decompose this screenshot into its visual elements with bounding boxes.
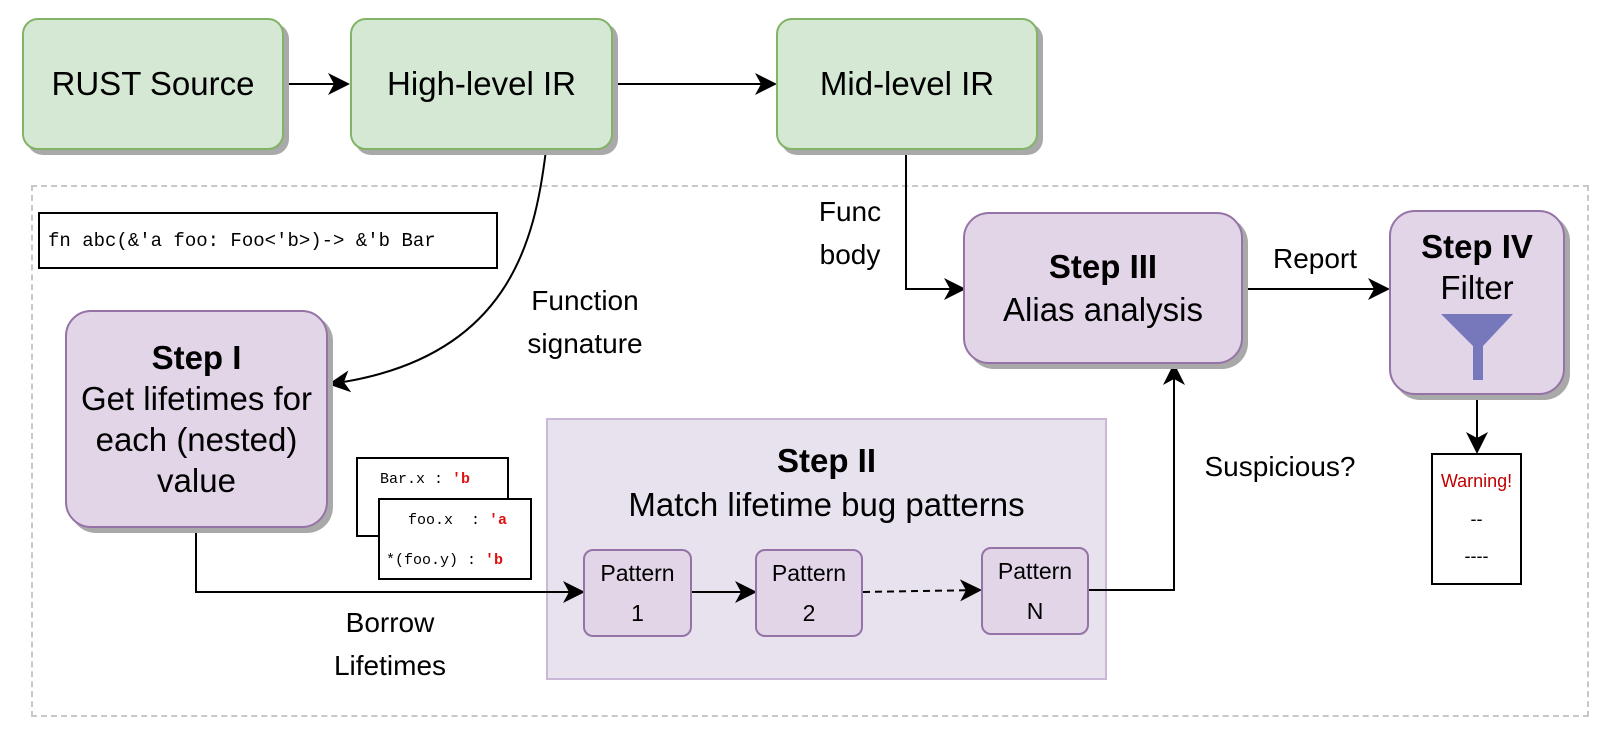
function-signature-label: Function signature	[500, 279, 670, 365]
step4-title: Step IV	[1421, 228, 1533, 265]
borrow-lifetimes-label: Borrow Lifetimes	[310, 601, 470, 687]
lifetime-value: 'b	[452, 471, 471, 488]
func-body-label: Func body	[800, 190, 900, 276]
borrow-lifetimes-line-1: Borrow	[345, 607, 435, 638]
pattern-2-label: Pattern	[771, 560, 847, 586]
step3-title: Step III	[1048, 248, 1158, 285]
pattern-1-label: Pattern	[600, 560, 675, 586]
mid-level-ir-node: Mid-level IR	[776, 18, 1038, 150]
pattern-n-index: N	[1026, 598, 1044, 624]
lifetime-expr: Bar.x :	[380, 471, 453, 488]
code-snippet: fn abc(&'a foo: Foo<'b>)-> &'b Bar	[38, 212, 498, 269]
lifetime-card-front: foo.x : 'a *(foo.y) : 'b	[378, 498, 532, 580]
mid-level-ir-label: Mid-level IR	[819, 65, 995, 102]
step1-line-1: Get lifetimes for	[80, 380, 313, 417]
high-level-ir-label: High-level IR	[387, 65, 576, 102]
step3-subtitle: Alias analysis	[1003, 291, 1203, 328]
func-body-line-2: body	[819, 239, 881, 270]
lifetime-row: Bar.x : 'b	[380, 471, 470, 488]
report-label: Report	[1272, 243, 1358, 274]
funnel-icon	[1441, 314, 1513, 380]
warning-line-1: --	[1470, 508, 1483, 529]
func-body-line-1: Func	[818, 196, 882, 227]
pattern-2: Pattern 2	[755, 549, 863, 637]
step1-line-2: each (nested)	[95, 421, 298, 458]
step1-node: Step I Get lifetimes for each (nested) v…	[65, 310, 328, 528]
high-level-ir-node: High-level IR	[350, 18, 613, 150]
lifetime-row: foo.x : 'a	[408, 512, 507, 529]
borrow-lifetimes-line-2: Lifetimes	[333, 650, 447, 681]
step2-subtitle: Match lifetime bug patterns	[628, 486, 1025, 523]
pattern-n: Pattern N	[981, 547, 1089, 635]
step2-header: Step II Match lifetime bug patterns	[546, 435, 1107, 531]
rust-source-node: RUST Source	[22, 18, 284, 150]
pattern-1: Pattern 1	[583, 549, 692, 637]
pattern-1-index: 1	[631, 600, 644, 626]
step3-node: Step III Alias analysis	[963, 212, 1243, 364]
warning-line-2: ----	[1464, 545, 1489, 566]
pattern-n-label: Pattern	[997, 558, 1073, 584]
step1-line-3: value	[157, 462, 236, 499]
pattern-2-index: 2	[802, 600, 816, 626]
lifetime-value: 'b	[485, 552, 504, 569]
function-signature-line-2: signature	[527, 328, 643, 359]
lifetime-row: *(foo.y) : 'b	[386, 552, 503, 569]
rust-source-label: RUST Source	[51, 65, 255, 102]
step4-subtitle: Filter	[1440, 269, 1514, 306]
step2-title: Step II	[776, 442, 877, 479]
lifetime-value: 'a	[489, 512, 508, 529]
step1-title: Step I	[151, 339, 242, 376]
function-signature-line-1: Function	[531, 285, 639, 316]
warning-title: Warning!	[1440, 471, 1513, 492]
warning-card: Warning! -- ----	[1431, 453, 1522, 585]
lifetime-expr: foo.x :	[408, 512, 490, 529]
lifetime-expr: *(foo.y) :	[386, 552, 486, 569]
suspicious-label: Suspicious?	[1204, 451, 1356, 482]
analysis-region	[31, 185, 1589, 717]
step4-node: Step IV Filter	[1389, 210, 1565, 395]
